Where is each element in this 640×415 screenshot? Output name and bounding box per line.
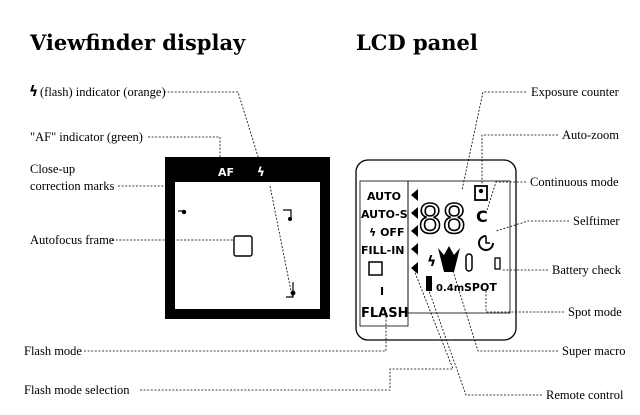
leader-selftimer	[495, 220, 569, 232]
viewfinder-display: AF ϟ	[165, 157, 330, 319]
label-spot-mode: Spot mode	[568, 305, 622, 319]
auto-zoom-icon	[474, 185, 488, 201]
leader-exposure-counter	[461, 91, 526, 191]
lcd-mode-auto-s: AUTO-S	[361, 208, 408, 221]
label-flash-mode: Flash mode	[24, 344, 82, 358]
lcd-arrow-3	[411, 225, 418, 237]
lcd-panel: AUTO AUTO-S ϟ OFF FILL-IN I FLASH 88 C ϟ	[355, 159, 517, 341]
leader-continuous-mode	[486, 181, 526, 211]
remote-indicator-icon	[465, 253, 473, 272]
label-remote-control: Remote control	[546, 388, 624, 402]
leader-super-macro	[451, 267, 558, 352]
continuous-mode-icon: C	[476, 207, 488, 226]
closeup-mark-top-left-dot	[181, 209, 187, 215]
exposure-counter-digits: 88	[418, 197, 466, 243]
flash-indicator-icon: ϟ	[257, 165, 265, 179]
lcd-arrow-2	[411, 207, 418, 219]
label-continuous-mode: Continuous mode	[530, 175, 619, 189]
label-af-indicator: "AF" indicator (green)	[30, 130, 143, 144]
label-closeup-line2: correction marks	[30, 179, 114, 193]
lcd-panel-body	[355, 159, 517, 341]
lcd-flash-ready-icon: ϟ	[427, 254, 436, 270]
label-flash-indicator: (flash) indicator (orange)	[40, 85, 166, 99]
lcd-distance: 0.4m	[436, 283, 464, 294]
lcd-spot: SPOT	[464, 281, 497, 294]
label-selftimer: Selftimer	[573, 214, 620, 228]
lcd-arrow-5	[411, 262, 418, 274]
label-auto-zoom: Auto-zoom	[562, 128, 619, 142]
lcd-mode-fill-in: FILL-IN	[361, 244, 405, 257]
selftimer-icon	[478, 235, 494, 251]
flash-bolt-icon: ϟ	[29, 84, 38, 100]
label-closeup-line1: Close-up	[30, 162, 75, 176]
leader-flash-indicator	[164, 91, 262, 167]
leader-af-indicator	[148, 136, 221, 166]
viewfinder-heading: Viewfinder display	[29, 30, 246, 55]
autofocus-frame	[233, 235, 253, 257]
leader-flash-mode	[84, 317, 387, 352]
lcd-flash-bar: I	[380, 285, 384, 298]
leader-lines	[84, 91, 569, 396]
closeup-mark-top-right	[283, 209, 292, 220]
closeup-mark-bottom-right-dot	[290, 290, 296, 296]
remote-control-icon	[426, 276, 432, 291]
auto-zoom-icon-head	[478, 188, 484, 194]
lcd-heading: LCD panel	[356, 30, 478, 55]
leader-auto-zoom	[481, 134, 558, 186]
selftimer-hand	[485, 236, 490, 244]
closeup-mark-bottom-right	[286, 282, 294, 298]
label-exposure-counter: Exposure counter	[531, 85, 620, 99]
lcd-arrow-4	[411, 243, 418, 255]
closeup-mark-top-right-dot	[288, 217, 292, 221]
leader-closeup-to-marks	[269, 185, 293, 297]
af-indicator-text: AF	[218, 166, 234, 179]
flash-selection-icon	[368, 261, 383, 276]
lcd-mode-auto: AUTO	[367, 190, 401, 203]
label-autofocus-frame: Autofocus frame	[30, 233, 115, 247]
battery-check-icon	[494, 257, 501, 270]
label-super-macro: Super macro	[562, 344, 626, 358]
super-macro-icon	[438, 246, 460, 272]
label-flash-mode-selection: Flash mode selection	[24, 383, 130, 397]
label-battery-check: Battery check	[552, 263, 622, 277]
leader-flash-mode-selection	[140, 269, 454, 391]
leader-remote-control	[427, 287, 542, 396]
lcd-segment-area	[407, 180, 511, 314]
lcd-arrow-1	[411, 189, 418, 201]
lcd-flash-mode-text: FLASH	[361, 306, 408, 321]
lcd-mode-flash-off: ϟ OFF	[369, 226, 404, 239]
leader-spot-mode	[485, 291, 564, 313]
viewfinder-window	[175, 182, 320, 309]
